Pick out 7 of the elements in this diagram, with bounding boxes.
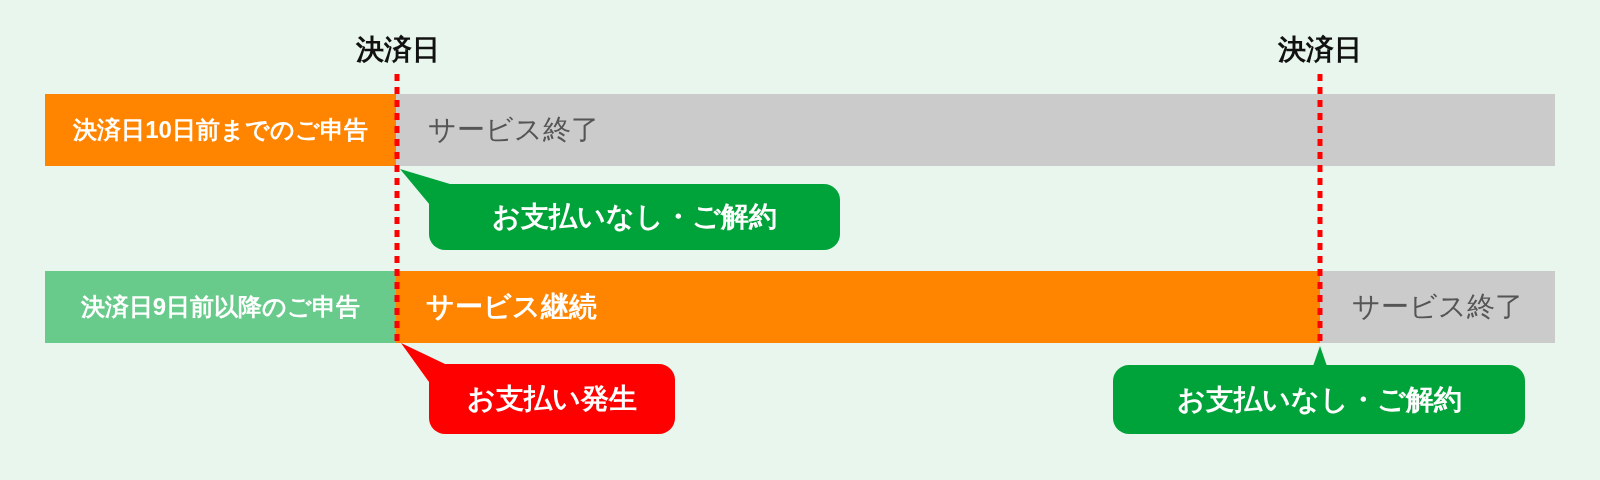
label-box: 決済日9日前以降のご申告 [45,271,396,343]
date-label: 決済日 [1278,33,1362,67]
date-label: 決済日 [356,33,440,67]
timeline-bar: サービス終了 [396,94,1555,166]
timeline-bar: サービス終了 [1320,271,1555,343]
timeline-bar: サービス継続 [396,271,1320,343]
label-box: 決済日10日前までのご申告 [45,94,396,166]
